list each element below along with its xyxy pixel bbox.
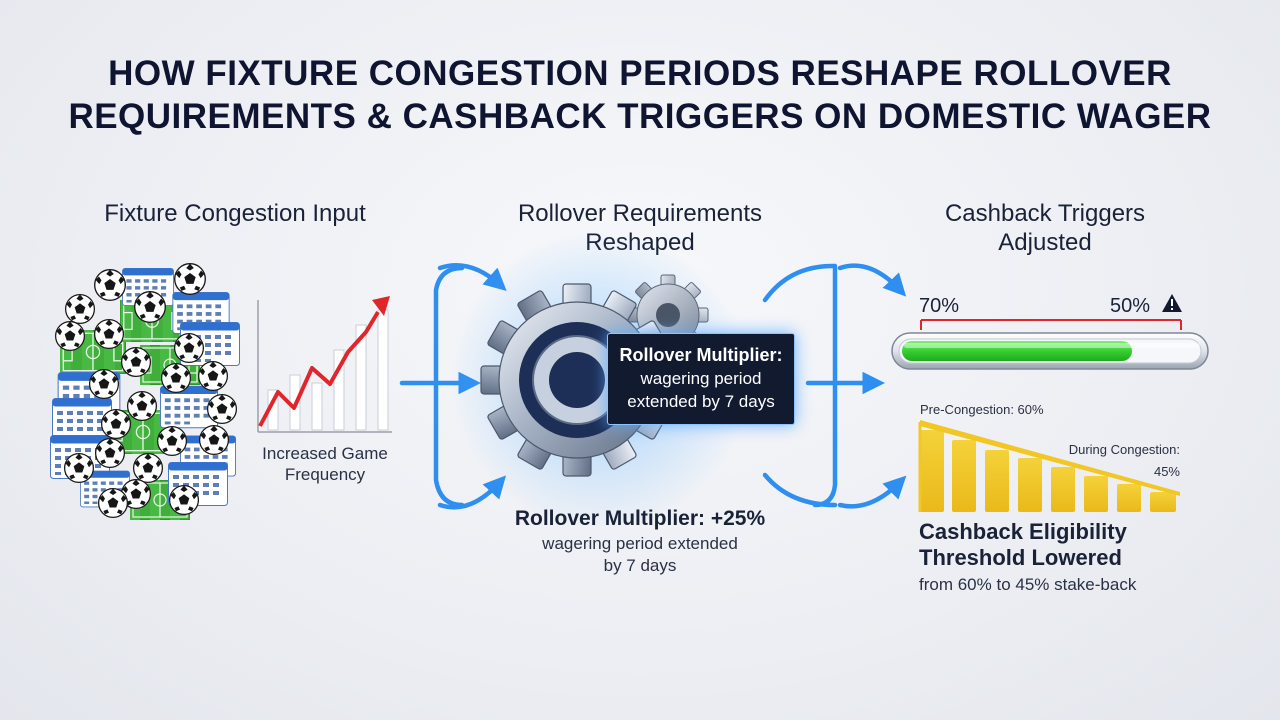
soccer-ball-icon xyxy=(134,291,166,323)
game-frequency-graph xyxy=(257,296,392,433)
soccer-ball-icon xyxy=(206,393,238,425)
bar-left-label: 70% xyxy=(919,295,960,317)
soccer-ball-icon xyxy=(197,360,229,392)
cashback-heading: Cashback Triggers Adjusted xyxy=(880,199,1210,257)
soccer-ball-icon xyxy=(174,263,206,295)
progress-fill xyxy=(902,341,1132,361)
soccer-ball-icon xyxy=(93,318,125,350)
bar-right-label: 50% xyxy=(1110,295,1151,317)
soccer-ball-icon xyxy=(94,437,126,469)
input-heading: Fixture Congestion Input xyxy=(104,200,366,227)
cashback-bars xyxy=(918,420,1180,512)
soccer-ball-icon xyxy=(173,332,205,364)
rollover-multiplier: Rollover Multiplier: +25% xyxy=(514,507,766,530)
callout-line-2: extended by 7 days xyxy=(627,392,775,411)
graph-label-line-1: Increased Game xyxy=(262,444,388,463)
wagering-period: wagering period extended by 7 days xyxy=(470,533,810,577)
page-title: HOW FIXTURE CONGESTION PERIODS RESHAPE R… xyxy=(0,52,1280,138)
soccer-ball-icon xyxy=(100,408,132,440)
bar xyxy=(1084,476,1108,512)
callout-line-1: wagering period xyxy=(640,369,762,388)
cashback-heading-line-2: Adjusted xyxy=(998,229,1092,256)
bar xyxy=(985,450,1009,512)
threshold-sub: from 60% to 45% stake-back xyxy=(919,575,1137,594)
soccer-ball-icon xyxy=(88,368,120,400)
rollover-heading-line-1: Rollover Requirements xyxy=(517,200,763,227)
during-label-line-2: 45% xyxy=(1153,464,1180,479)
graph-label: Increased Game Frequency xyxy=(250,443,400,485)
cashback-progress-bar xyxy=(891,319,1209,370)
callout-title: Rollover Multiplier: xyxy=(619,345,783,365)
bar xyxy=(920,430,944,512)
warning-icon xyxy=(1162,294,1182,312)
cashback-heading-line-1: Cashback Triggers xyxy=(944,200,1146,227)
soccer-ball-icon xyxy=(160,362,192,394)
soccer-ball-icon xyxy=(198,424,230,456)
bar xyxy=(1150,492,1176,512)
title-line-1: HOW FIXTURE CONGESTION PERIODS RESHAPE R… xyxy=(108,54,1172,93)
soccer-ball-icon xyxy=(120,346,152,378)
soccer-ball-icon xyxy=(168,484,200,516)
graph-label-line-2: Frequency xyxy=(284,465,366,484)
threshold-heading: Cashback Eligibility Threshold Lowered xyxy=(919,519,1249,571)
soccer-ball-icon xyxy=(132,452,164,484)
bar xyxy=(1051,467,1075,512)
threshold-line-2: Threshold Lowered xyxy=(919,545,1122,570)
soccer-ball-icon xyxy=(126,390,158,422)
soccer-ball-icon xyxy=(54,320,86,352)
arrow-icon xyxy=(399,263,907,510)
soccer-ball-icon xyxy=(63,452,95,484)
rollover-callout: Rollover Multiplier: wagering period ext… xyxy=(607,333,795,425)
bar xyxy=(952,440,976,512)
soccer-ball-icon xyxy=(94,269,126,301)
threshold-line-1: Cashback Eligibility xyxy=(919,519,1127,544)
title-line-2: REQUIREMENTS & CASHBACK TRIGGERS ON DOME… xyxy=(68,97,1212,136)
wagering-period-line-1: wagering period extended xyxy=(542,534,738,553)
soccer-ball-icon xyxy=(156,425,188,457)
soccer-ball-icon xyxy=(97,487,129,519)
during-label-line-1: During Congestion: xyxy=(1068,442,1180,457)
soccer-ball-icon xyxy=(64,293,96,325)
wagering-period-line-2: by 7 days xyxy=(603,556,677,575)
pre-congestion-label: Pre-Congestion: 60% xyxy=(920,402,1044,417)
during-congestion-label: During Congestion: 45% xyxy=(1040,439,1180,483)
bar xyxy=(1018,458,1042,512)
fixture-collage xyxy=(50,263,240,520)
bar xyxy=(1117,484,1141,512)
